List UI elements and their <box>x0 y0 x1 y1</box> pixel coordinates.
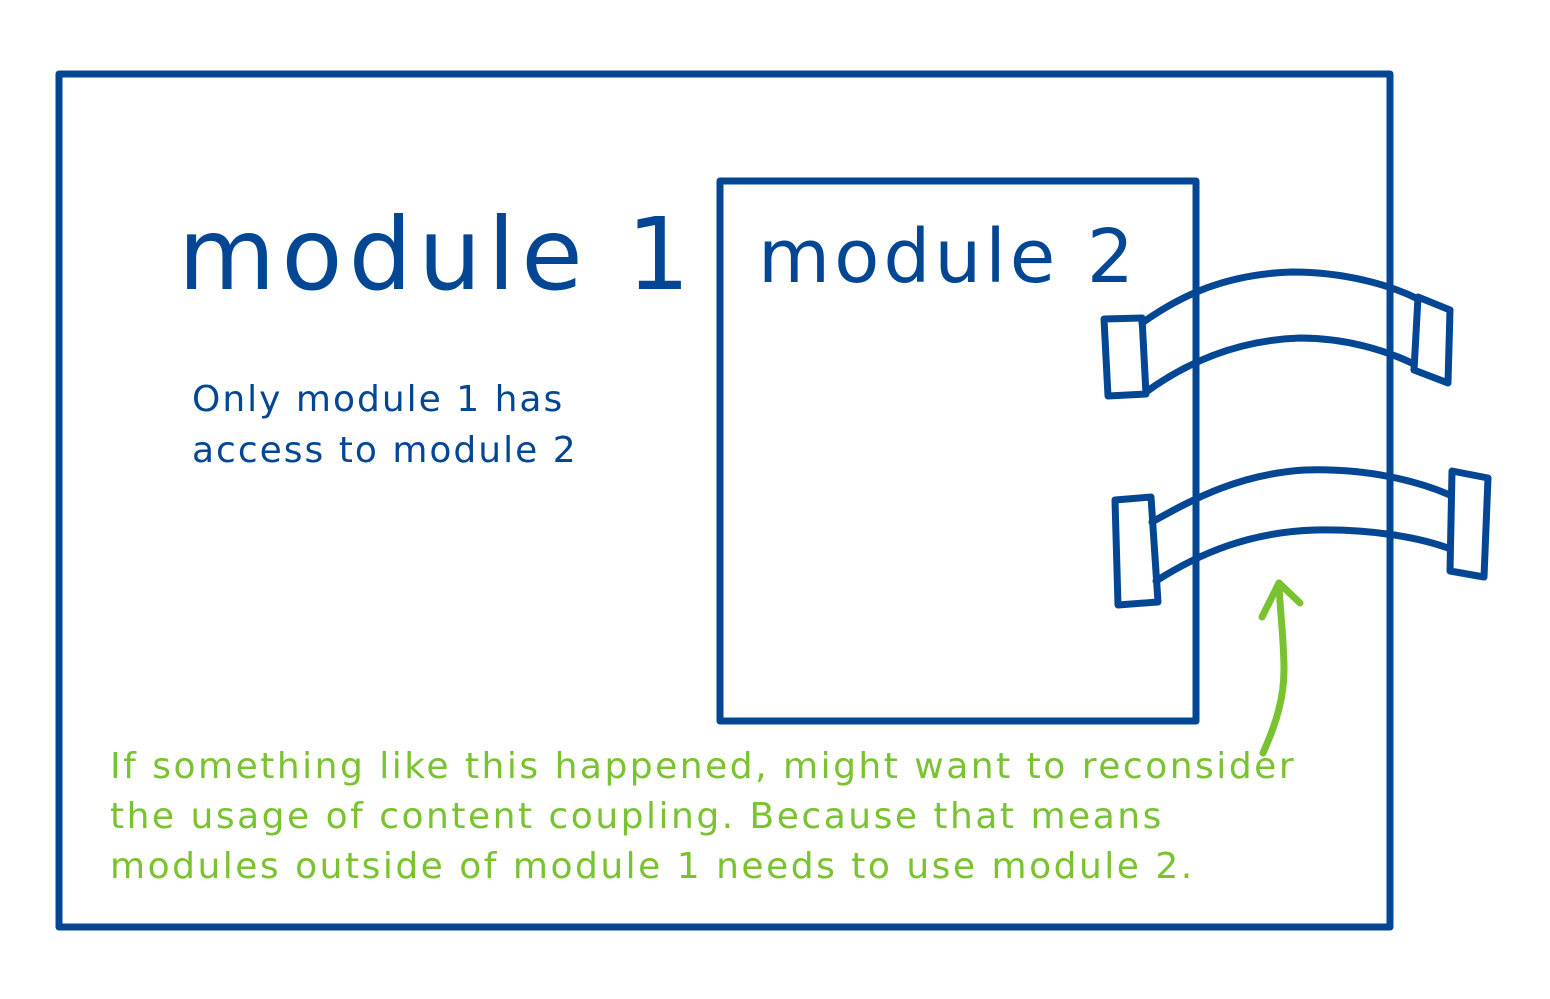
warning-note-line: If something like this happened, might w… <box>110 746 1297 787</box>
cable-top-edge <box>1148 466 1454 526</box>
connector-plug-right <box>1410 293 1454 387</box>
cable-connector-icon <box>1100 268 1454 400</box>
warning-note-line: modules outside of module 1 needs to use… <box>110 846 1195 887</box>
connector-plug-left <box>1111 493 1162 609</box>
module-2-title: module 2 <box>758 214 1138 300</box>
arrow-shaft <box>1259 579 1288 757</box>
connector-plug-right <box>1446 467 1492 581</box>
warning-note-line: the usage of content coupling. Because t… <box>110 796 1164 837</box>
arrow-head <box>1258 579 1304 621</box>
cable-bottom-edge <box>1152 526 1452 585</box>
module-2-box <box>716 177 1200 725</box>
module-1-box <box>55 70 1394 931</box>
warning-note: If something like this happened, might w… <box>110 742 1296 892</box>
cable-top-edge <box>1138 268 1422 327</box>
module-1-title: module 1 <box>178 196 697 313</box>
cable-connector-icon <box>1111 466 1492 609</box>
connector-plug-left <box>1100 314 1150 400</box>
access-note: Only module 1 has access to module 2 <box>192 374 578 476</box>
cable-bottom-edge <box>1142 334 1418 396</box>
access-note-line: access to module 2 <box>192 430 578 471</box>
arrow-up-icon <box>1258 579 1304 757</box>
access-note-line: Only module 1 has <box>192 379 565 420</box>
